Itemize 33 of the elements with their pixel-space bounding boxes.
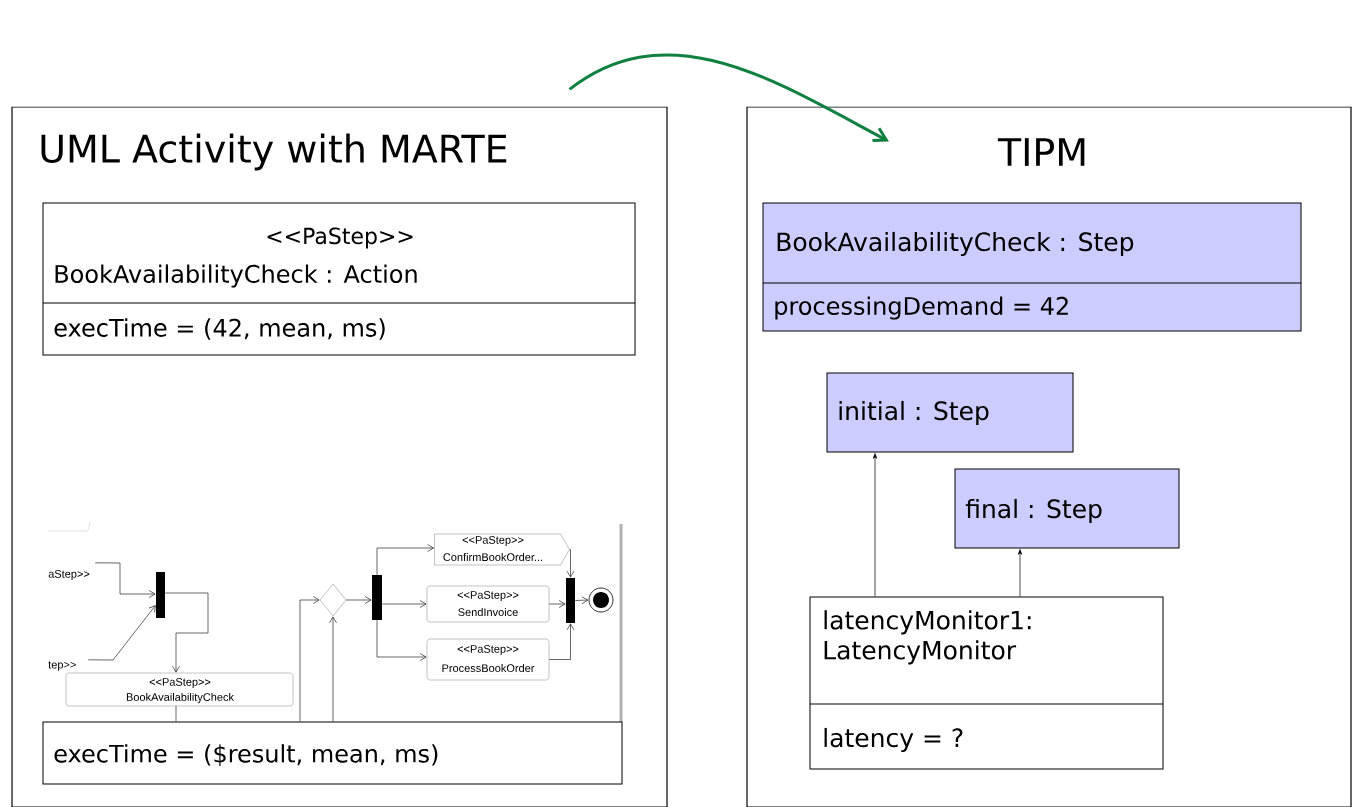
arrow — [1017, 549, 1023, 597]
class-box: <<PaStep>> BookAvailabilityCheck : Action execTime = (42, mean, ms) — [42, 202, 636, 356]
arrow — [376, 544, 434, 576]
class-box: BookAvailabilityCheck : Step processingDemand = 42 — [762, 202, 1302, 332]
arrow — [87, 605, 156, 661]
arrow — [94, 562, 156, 598]
attribute-box: execTime = ($result, mean, ms) — [42, 721, 623, 785]
final-node — [588, 587, 614, 613]
fork-bar — [372, 575, 382, 620]
decision-diamond — [319, 583, 347, 617]
class-box: latencyMonitor1: LatencyMonitor latency = ? — [809, 596, 1164, 770]
arrow — [345, 596, 372, 604]
action-box: <<PaStep>> BookAvailabilityCheck — [65, 672, 294, 707]
arrow — [376, 619, 427, 661]
arrow — [381, 600, 427, 608]
arrow — [164, 592, 209, 673]
arrow — [548, 623, 575, 660]
join-bar — [566, 578, 575, 623]
arrow — [568, 53, 889, 143]
arrow — [299, 596, 320, 722]
action-box: <<PaStep>> SendInvoice — [426, 585, 550, 623]
arrow — [872, 453, 878, 597]
arrow — [574, 596, 589, 605]
send-signal-action: <<PaStep>> ConfirmBookOrder... — [434, 533, 570, 566]
cut-label: aStep>> — [48, 570, 90, 580]
arrow — [329, 616, 337, 722]
arrow — [548, 600, 566, 608]
fork-bar — [156, 572, 165, 618]
class-box: final : Step — [954, 468, 1180, 549]
action-box: <<PaStep>> ProcessBookOrder — [426, 638, 550, 681]
class-box: initial : Step — [826, 372, 1074, 453]
cut-label: tep>> — [48, 661, 76, 671]
arrow — [566, 549, 575, 578]
